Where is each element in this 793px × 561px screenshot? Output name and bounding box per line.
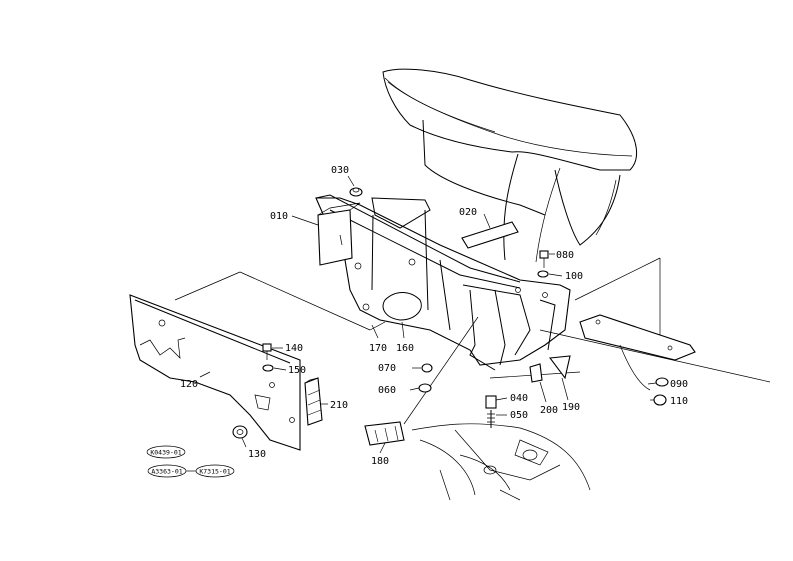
block-180 bbox=[364, 421, 405, 446]
washer-090 bbox=[655, 377, 669, 387]
reference-ovals: K0439-01 A3363-01 K7315-01 bbox=[146, 445, 235, 478]
bracket-010 bbox=[317, 202, 361, 266]
callout-120: 120 bbox=[180, 379, 198, 390]
callout-060: 060 bbox=[378, 385, 396, 396]
bolt-080 bbox=[539, 250, 549, 268]
rubber-200 bbox=[529, 363, 543, 383]
nut-030 bbox=[349, 187, 363, 197]
bolt-050 bbox=[487, 410, 495, 428]
strip-020 bbox=[461, 221, 519, 249]
callout-130: 130 bbox=[248, 449, 266, 460]
callout-020: 020 bbox=[459, 207, 477, 218]
reference-3: K7315-01 bbox=[199, 468, 230, 476]
seat-shell bbox=[382, 68, 638, 263]
reference-1: K0439-01 bbox=[150, 449, 181, 457]
nut-130 bbox=[232, 425, 248, 439]
callout-050: 050 bbox=[510, 410, 528, 421]
callout-190: 190 bbox=[562, 402, 580, 413]
nut-070 bbox=[421, 363, 433, 373]
callout-070: 070 bbox=[378, 363, 396, 374]
right-bracket bbox=[579, 314, 696, 391]
callout-110: 110 bbox=[670, 396, 688, 407]
nut-060 bbox=[418, 383, 432, 393]
callout-140: 140 bbox=[285, 343, 303, 354]
callout-100: 100 bbox=[565, 271, 583, 282]
block-210 bbox=[304, 377, 323, 426]
callout-170: 170 bbox=[369, 343, 387, 354]
callout-030: 030 bbox=[331, 165, 349, 176]
callout-150: 150 bbox=[288, 365, 306, 376]
main-frame bbox=[315, 194, 571, 371]
washer-100 bbox=[537, 270, 549, 278]
lower-chassis bbox=[411, 423, 591, 501]
callout-210: 210 bbox=[330, 400, 348, 411]
callout-080: 080 bbox=[556, 250, 574, 261]
callout-180: 180 bbox=[371, 456, 389, 467]
washer-150 bbox=[262, 364, 274, 372]
wedge-190 bbox=[548, 355, 571, 380]
plate-120 bbox=[129, 294, 301, 451]
callout-010: 010 bbox=[270, 211, 288, 222]
spacer-040 bbox=[485, 395, 497, 409]
callout-160: 160 bbox=[396, 343, 414, 354]
callout-040: 040 bbox=[510, 393, 528, 404]
callout-labels: 010 020 030 040 050 060 070 080 090 100 … bbox=[180, 165, 688, 467]
callout-leaders bbox=[199, 175, 657, 454]
callout-090: 090 bbox=[670, 379, 688, 390]
bolt-140 bbox=[262, 343, 272, 360]
callout-200: 200 bbox=[540, 405, 558, 416]
reference-2: A3363-01 bbox=[151, 468, 182, 476]
nut-110 bbox=[653, 394, 667, 406]
